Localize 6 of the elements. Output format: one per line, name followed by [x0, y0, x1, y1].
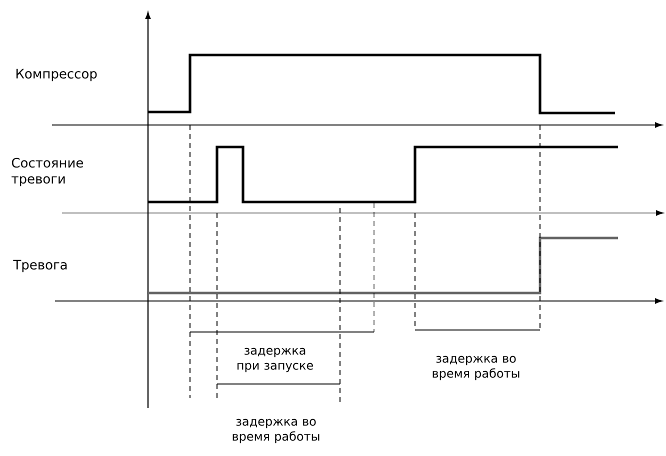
signal-label: Состояние тревоги — [12, 158, 83, 186]
signal-label: Тревога — [13, 260, 67, 272]
signal-label: Компрессор — [16, 68, 97, 82]
delay-label: задержка во время работы — [432, 356, 520, 380]
delay-label: задержка при запуске — [238, 348, 313, 372]
delay-label: задержка во время работы — [232, 418, 320, 444]
